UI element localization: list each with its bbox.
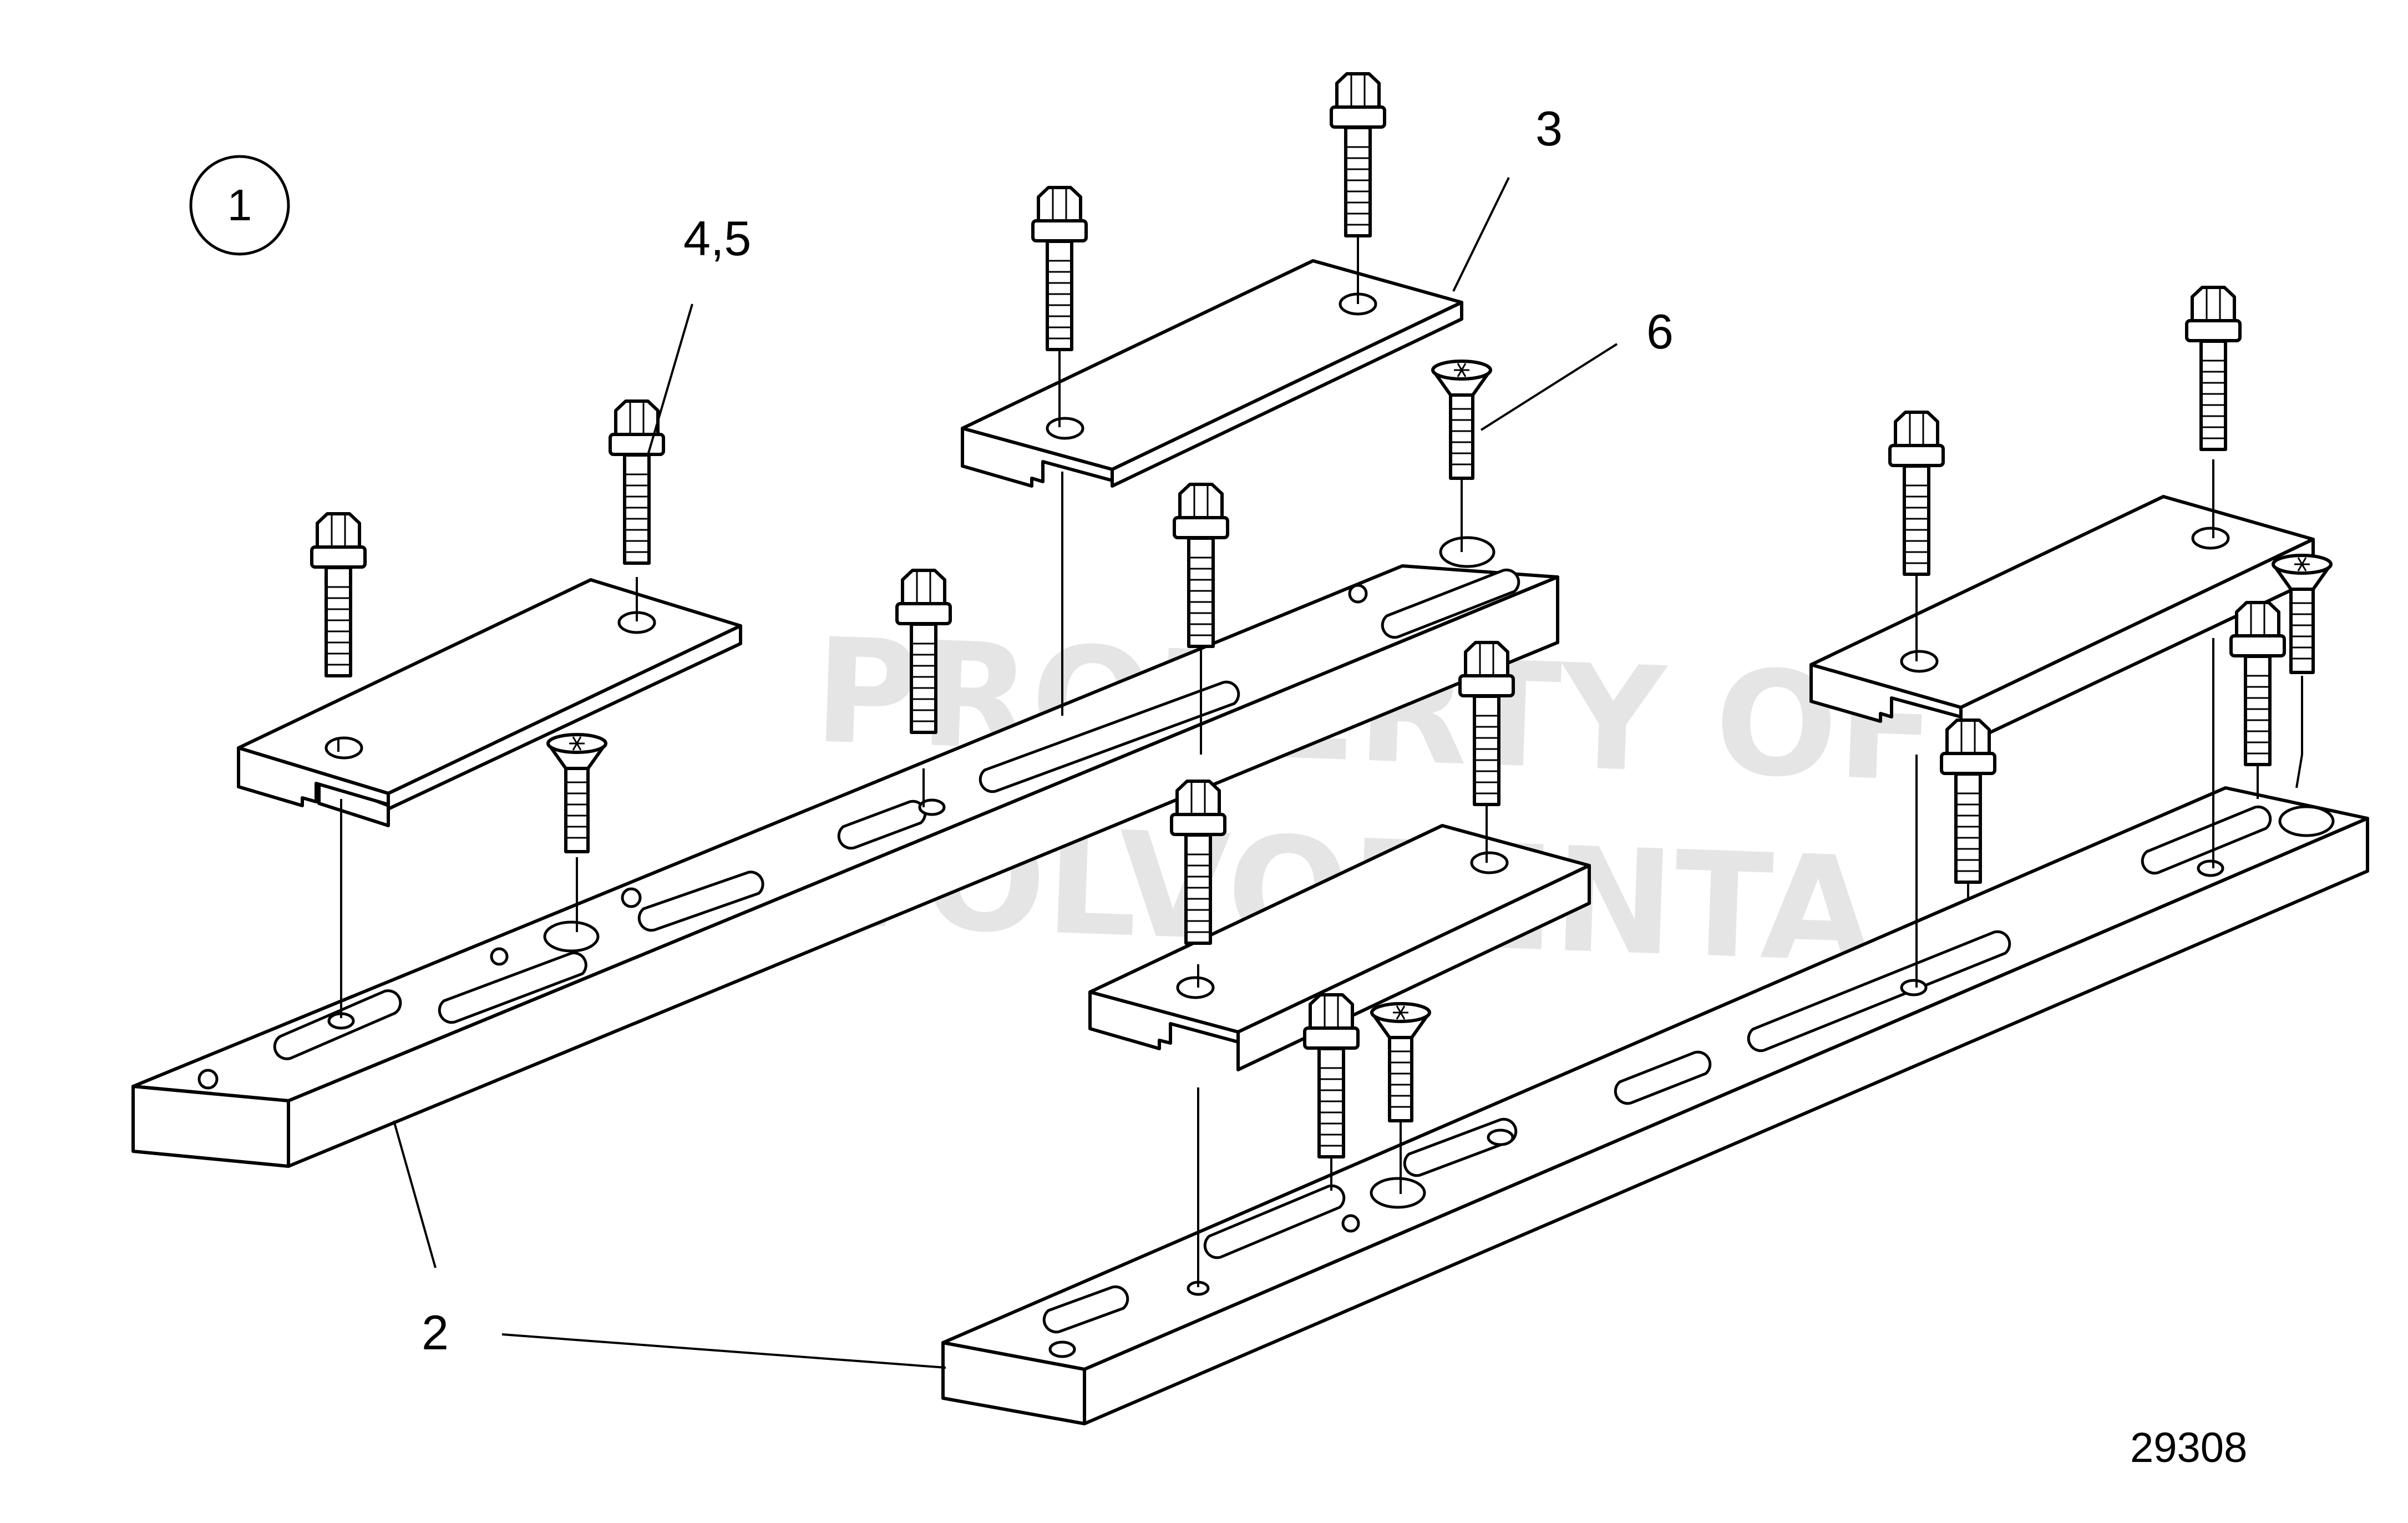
callout-leaders [393, 177, 1618, 1369]
flange-bolt-9 [1305, 995, 1358, 1157]
view-number: 1 [227, 180, 252, 230]
callout-2: 2 [422, 1305, 449, 1360]
figure-number: 29308 [2130, 1424, 2247, 1471]
cs-screw-3 [1372, 1004, 1429, 1121]
plate-top [961, 259, 1463, 488]
flange-bolt-10 [1890, 412, 1943, 574]
callout-4-5: 4,5 [683, 211, 751, 266]
flange-bolt-1 [312, 514, 365, 676]
flange-bolt-3 [1033, 188, 1086, 350]
flange-bolt-12 [1941, 720, 1995, 882]
flange-bolt-4 [1331, 74, 1385, 236]
right-rail [941, 786, 2369, 1425]
callout-6: 6 [1646, 304, 1674, 359]
flange-bolt-13 [2231, 603, 2284, 765]
plate-right [1809, 495, 2315, 748]
cs-screw-1 [1433, 361, 1491, 478]
plate-left [237, 578, 742, 827]
view-number-circle [189, 155, 290, 256]
callout-3: 3 [1535, 101, 1563, 156]
flange-bolt-11 [2187, 287, 2240, 449]
cs-screw-2 [548, 735, 606, 852]
assembly-lines [337, 237, 2303, 1287]
